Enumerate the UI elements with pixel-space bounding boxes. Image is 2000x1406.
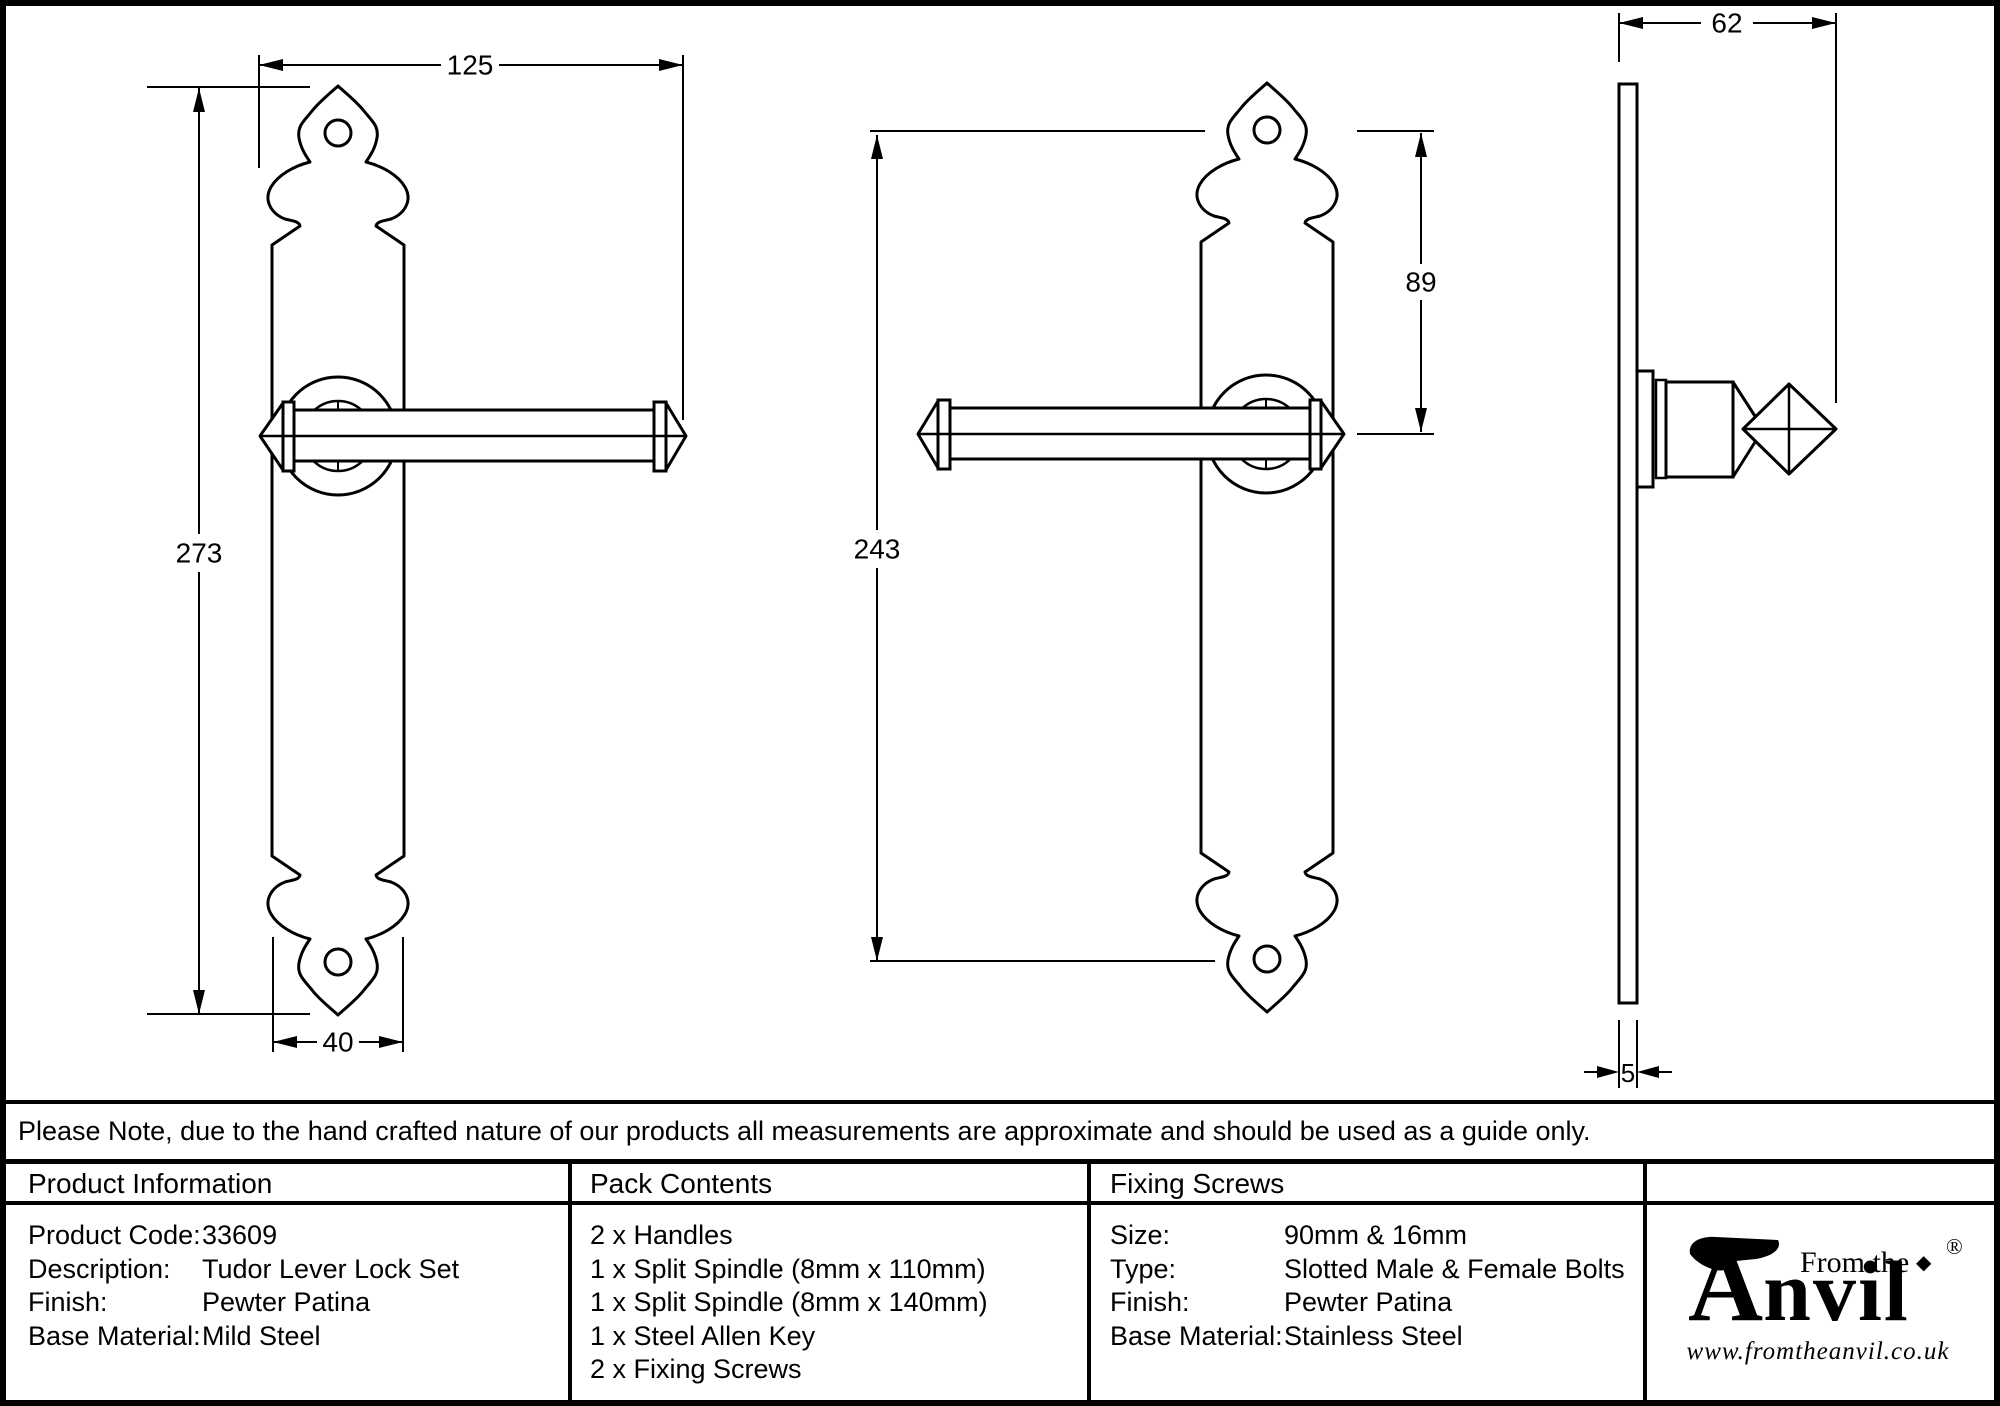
anvil-icon xyxy=(1689,1236,1780,1271)
table-header-border xyxy=(0,1201,2000,1205)
row-value: Tudor Lever Lock Set xyxy=(202,1253,460,1284)
registered-mark: ® xyxy=(1946,1234,1963,1259)
logo-name-rest: nvil xyxy=(1763,1243,1910,1339)
table-row: Base Material: Stainless Steel xyxy=(1110,1320,1630,1354)
dimension-label-62: 62 xyxy=(1711,8,1742,39)
row-label: Base Material: xyxy=(28,1320,201,1351)
side-plate xyxy=(1617,82,1639,1005)
row-label: Base Material: xyxy=(1110,1320,1283,1351)
row-label: Product Code: xyxy=(28,1220,201,1250)
fixing-screws-cells: Size: 90mm & 16mm Type: Slotted Male & F… xyxy=(1110,1219,1630,1353)
side-finial-diamond xyxy=(1741,382,1838,476)
dimension-label-125: 125 xyxy=(447,50,494,81)
product-information-cells: Product Code: 33609 Description: Tudor L… xyxy=(28,1219,558,1353)
list-item: 2 x Fixing Screws xyxy=(590,1354,802,1384)
dimension-label-243: 243 xyxy=(854,534,901,565)
front-elevation-left: 125 273 40 xyxy=(147,47,688,1059)
brand-logo: Anvil From the ◆ ® www.fromtheanvil.co.u… xyxy=(1652,1220,1984,1390)
row-value: Mild Steel xyxy=(202,1320,321,1351)
divider xyxy=(0,1100,2000,1104)
row-label: Size: xyxy=(1110,1220,1171,1250)
table-top-border xyxy=(0,1159,2000,1164)
table-row: Finish: Pewter Patina xyxy=(28,1286,558,1320)
dimension-thickness xyxy=(1584,1020,1672,1088)
list-item: 1 x Steel Allen Key xyxy=(590,1320,816,1351)
side-rose xyxy=(1635,369,1655,489)
table-row: Type: Slotted Male & Female Bolts xyxy=(1110,1253,1630,1287)
table-row: Product Code: 33609 xyxy=(28,1219,558,1253)
row-label: Type: xyxy=(1110,1253,1177,1284)
table-row: Base Material: Mild Steel xyxy=(28,1320,558,1354)
fixing-screws-header: Fixing Screws xyxy=(1110,1168,1285,1199)
side-profile: 62 5 xyxy=(1584,6,1838,1088)
dimension-projection xyxy=(1618,13,1837,403)
dimension-label-5: 5 xyxy=(1621,1058,1635,1088)
table-row: Size: 90mm & 16mm xyxy=(1110,1219,1630,1253)
logo-initial: A xyxy=(1688,1228,1764,1343)
product-information-header: Product Information xyxy=(28,1168,273,1199)
logo-url: www.fromtheanvil.co.uk xyxy=(1686,1338,1950,1365)
table-row: Finish: Pewter Patina xyxy=(1110,1286,1630,1320)
list-item: 2 x Handles xyxy=(590,1220,733,1250)
logo-wordmark: Anvil xyxy=(1688,1234,1910,1341)
column-divider xyxy=(1643,1159,1647,1400)
list-item: 1 x Split Spindle (8mm x 110mm) xyxy=(590,1253,986,1284)
row-value: 90mm & 16mm xyxy=(1284,1220,1468,1250)
technical-drawing: 125 273 40 xyxy=(147,6,1838,1088)
row-label: Finish: xyxy=(28,1287,108,1317)
list-item: 1 x Split Spindle (8mm x 140mm) xyxy=(590,1287,988,1317)
disclaimer-note: Please Note, due to the hand crafted nat… xyxy=(18,1116,1591,1146)
row-value: 33609 xyxy=(202,1220,278,1250)
dimension-label-89: 89 xyxy=(1405,267,1436,298)
row-label: Finish: xyxy=(1110,1287,1190,1317)
table-row: Description: Tudor Lever Lock Set xyxy=(28,1253,558,1287)
column-divider xyxy=(1087,1159,1091,1400)
column-divider xyxy=(568,1159,572,1400)
pack-contents-cells: 2 x Handles 1 x Split Spindle (8mm x 110… xyxy=(590,1219,1070,1387)
row-value: Pewter Patina xyxy=(202,1287,371,1317)
dimension-label-273: 273 xyxy=(176,538,223,569)
front-elevation-middle: 243 89 xyxy=(848,81,1445,1014)
side-lever-grip xyxy=(1664,380,1735,479)
row-value: Slotted Male & Female Bolts xyxy=(1284,1253,1625,1284)
pack-contents-header: Pack Contents xyxy=(590,1168,773,1199)
row-value: Stainless Steel xyxy=(1284,1320,1463,1351)
row-label: Description: xyxy=(28,1253,171,1284)
logo-tagline: From the xyxy=(1800,1246,1910,1279)
diamond-icon: ◆ xyxy=(1916,1252,1932,1274)
row-value: Pewter Patina xyxy=(1284,1287,1453,1317)
dimension-hole-centres xyxy=(870,130,1215,962)
dimension-label-40: 40 xyxy=(322,1027,353,1058)
